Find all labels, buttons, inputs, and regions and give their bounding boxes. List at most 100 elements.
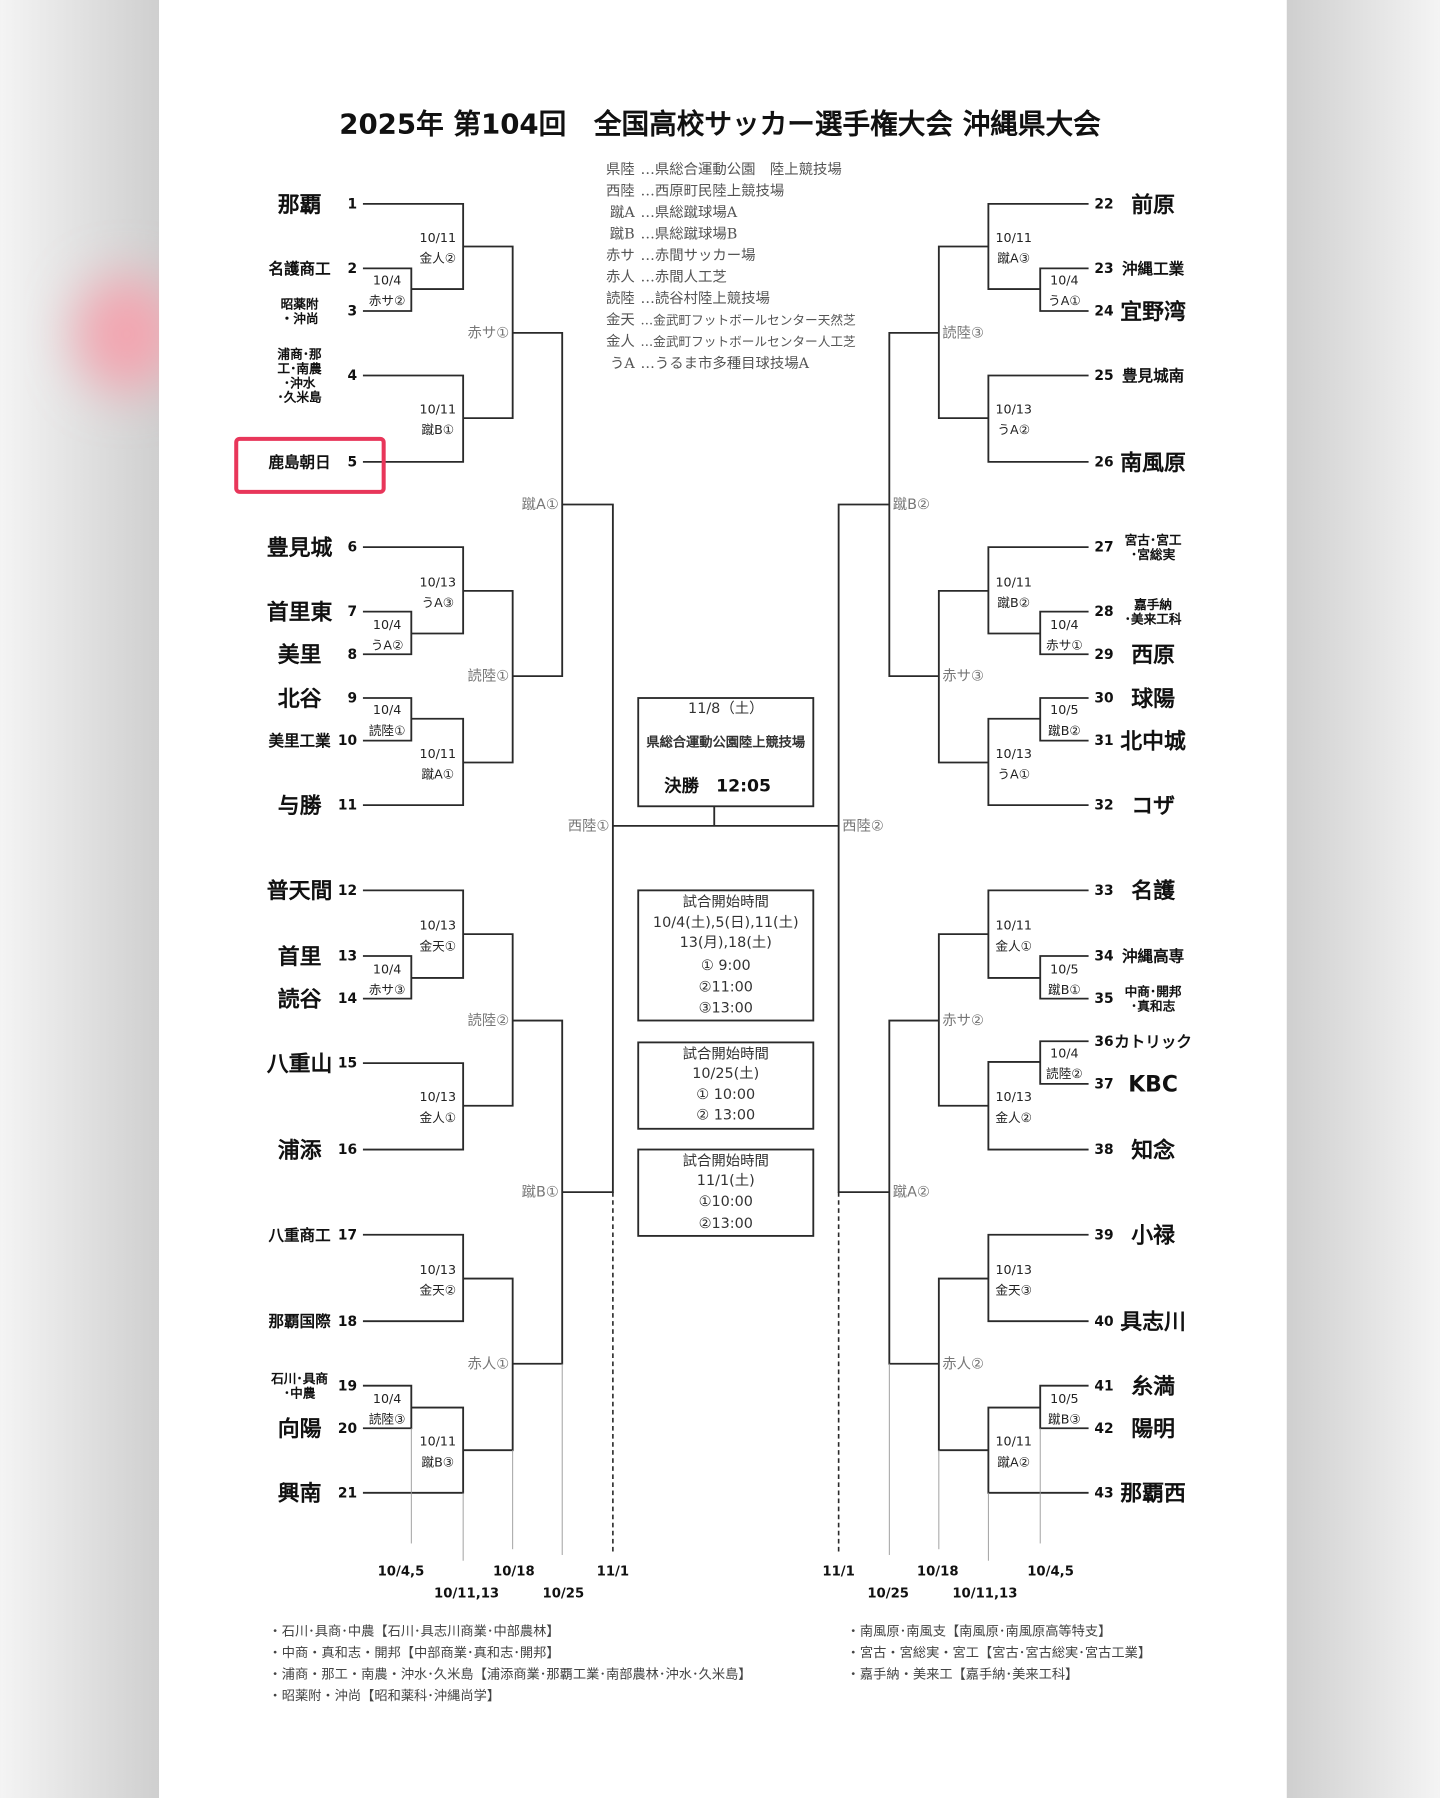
match-venue: 蹴B① <box>421 422 454 437</box>
team-name: 北谷 <box>278 687 322 712</box>
team-seed: 25 <box>1094 368 1113 384</box>
legend-abbr: 蹴A <box>610 204 635 221</box>
match-venue: 読陸③ <box>369 1412 406 1427</box>
schedule-line: 11/1(土) <box>697 1172 755 1189</box>
match-venue: 蹴B② <box>997 595 1030 610</box>
team-name-line: 美里 <box>278 642 322 668</box>
team-seed: 37 <box>1094 1076 1113 1092</box>
team-seed: 20 <box>338 1421 357 1437</box>
round-date-label: 10/18 <box>493 1565 535 1580</box>
match-venue: うA③ <box>421 595 454 610</box>
team-entry: 8美里 <box>278 642 357 668</box>
match-date: 10/4 <box>373 702 401 717</box>
schedule-line: ③13:00 <box>699 1000 753 1016</box>
match-date: 10/11 <box>420 1434 456 1449</box>
round-venue-label: 読陸③ <box>942 324 984 341</box>
team-name: 嘉手納･美来工科 <box>1125 597 1182 626</box>
team-name-line: ･美来工科 <box>1125 611 1182 626</box>
team-seed: 4 <box>348 368 358 384</box>
team-name: KBC <box>1128 1073 1178 1098</box>
highlight-box <box>234 436 386 494</box>
team-name-line: 陽明 <box>1131 1417 1175 1442</box>
round-date-label: 10/4,5 <box>1027 1565 1074 1580</box>
match-venue: 赤サ① <box>1046 638 1083 653</box>
team-name: カトリック <box>1114 1033 1192 1051</box>
legend-venue: …赤間人工芝 <box>641 269 727 286</box>
schedule-line: ②11:00 <box>699 980 753 996</box>
team-list: 1那覇2名護商工3昭薬附・沖尚4浦商･那工･南農･沖水･久米島5鹿島朝日6豊見城… <box>267 192 1192 1507</box>
round-venue-label: 赤サ③ <box>942 668 984 685</box>
match-date: 10/4 <box>373 961 401 976</box>
schedule-line: ① 9:00 <box>701 958 751 974</box>
team-seed: 3 <box>348 304 358 320</box>
team-name-line: 首里東 <box>267 599 333 625</box>
team-seed: 23 <box>1094 261 1113 277</box>
team-entry: 37 KBC <box>1094 1073 1178 1098</box>
team-name: 首里 <box>278 944 322 970</box>
page-title: 2025年 第104回 全国高校サッカー選手権大会 沖縄県大会 <box>339 108 1101 141</box>
round-date-label: 11/1 <box>822 1565 854 1580</box>
team-name-line: 沖縄工業 <box>1122 259 1185 278</box>
match-date: 10/11 <box>995 230 1031 245</box>
team-seed: 38 <box>1094 1142 1113 1158</box>
round-date-label: 10/11,13 <box>434 1587 499 1602</box>
team-seed: 2 <box>348 261 358 277</box>
team-name: 興南 <box>278 1482 322 1507</box>
team-name: 沖縄高専 <box>1122 947 1185 966</box>
legend-venue: …県総蹴球場A <box>641 204 738 221</box>
team-seed: 33 <box>1094 883 1113 899</box>
team-name: 陽明 <box>1131 1417 1175 1442</box>
round-venue-label: 読陸① <box>468 668 510 685</box>
schedule-line: ①10:00 <box>699 1194 753 1210</box>
match-venue: 金人① <box>419 1110 456 1125</box>
team-name-line: 知念 <box>1131 1137 1175 1163</box>
team-seed: 10 <box>338 733 357 749</box>
final-box: 11/8（土） 県総合運動公園陸上競技場 決勝 12:05 <box>637 697 815 808</box>
background-pink-blur <box>74 276 179 392</box>
team-name-line: 豊見城南 <box>1122 366 1184 385</box>
team-name: 八重山 <box>267 1052 333 1077</box>
footnotes: ・石川･具商･中農【石川･具志川商業･中部農林】・中商・真和志・開邦【中部商業･… <box>268 1623 1151 1705</box>
team-seed: 24 <box>1094 304 1113 320</box>
team-name-line: 糸満 <box>1131 1374 1175 1400</box>
team-name-line: 宮古･宮工 <box>1125 532 1182 547</box>
match-venue: 金人② <box>419 251 456 266</box>
team-entry: 9 北谷 <box>278 687 357 712</box>
team-seed: 14 <box>338 991 357 1007</box>
legend-abbr: 西陸 <box>606 182 635 199</box>
team-seed: 15 <box>338 1056 357 1072</box>
team-seed: 40 <box>1094 1314 1113 1330</box>
legend-abbr: 赤サ <box>606 247 635 264</box>
round-date-label: 10/25 <box>543 1587 585 1602</box>
team-name-line: 名護 <box>1131 878 1176 904</box>
team-name: 那覇 <box>278 193 322 218</box>
team-name: 糸満 <box>1131 1374 1175 1400</box>
round-venue-label: 西陸② <box>842 817 884 834</box>
final-venue: 県総合運動公園陸上競技場 <box>646 733 805 750</box>
team-name-line: 向陽 <box>278 1416 322 1442</box>
match-date: 10/13 <box>420 1089 456 1104</box>
match-date: 10/4 <box>1050 617 1078 632</box>
match-date: 10/11 <box>995 574 1031 589</box>
team-name: 石川･具商･中農 <box>270 1371 328 1400</box>
team-name-line: ･久米島 <box>277 390 322 405</box>
team-name-line: 北谷 <box>278 687 322 712</box>
schedule-line: ② 13:00 <box>696 1108 755 1124</box>
team-seed: 7 <box>348 604 358 620</box>
round-venue-label: 赤人② <box>942 1355 984 1372</box>
team-seed: 9 <box>348 691 358 707</box>
match-date: 10/4 <box>1050 273 1078 288</box>
team-name: 八重商工 <box>268 1225 332 1244</box>
bracket-connector <box>562 503 614 1194</box>
team-name-line: 八重商工 <box>268 1225 332 1244</box>
